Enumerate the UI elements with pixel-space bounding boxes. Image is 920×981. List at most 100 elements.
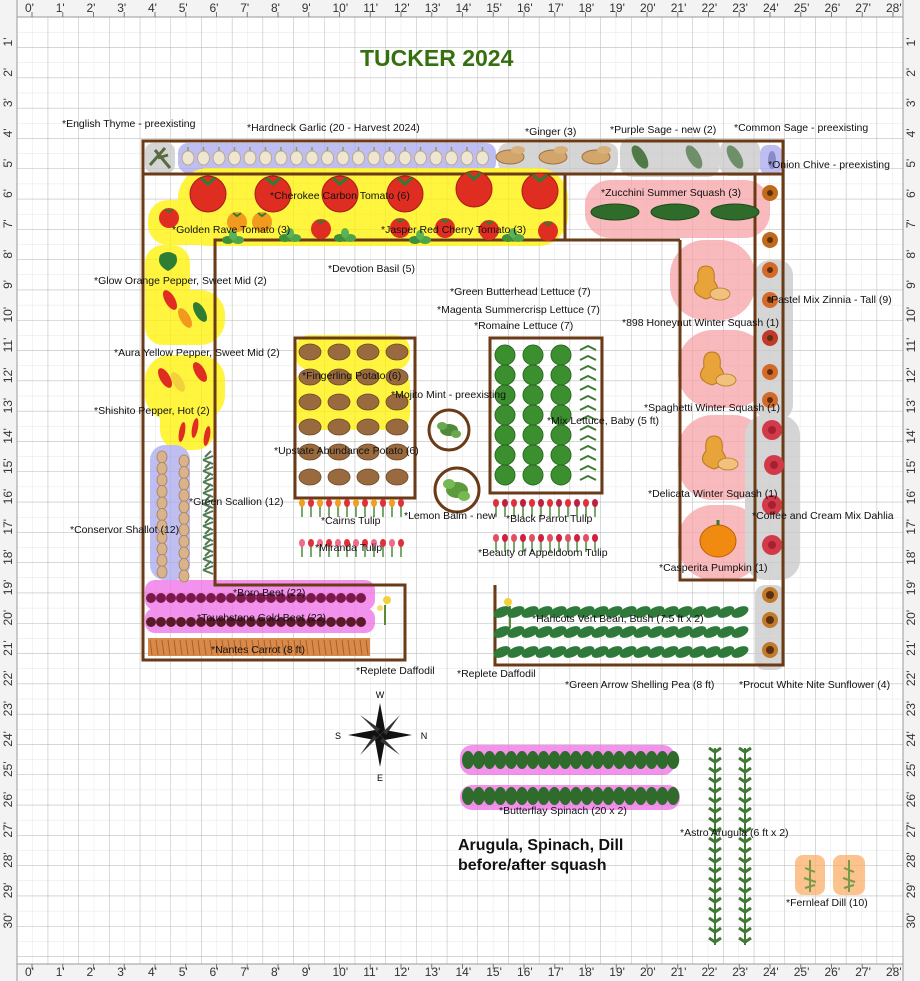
ruler-label: 10' — [333, 1, 349, 15]
basil-plants — [222, 228, 524, 244]
ruler-label: 4' — [1, 128, 15, 137]
ruler-label: 13' — [1, 398, 15, 414]
ruler-label: 1' — [56, 1, 65, 15]
label-haricots: *Haricots Vert Bean, Bush (7.5 ft x 2) — [532, 613, 704, 625]
label-glow-pepper: *Glow Orange Pepper, Sweet Mid (2) — [94, 275, 267, 287]
label-coffee-dahlia: *Coffee and Cream Mix Dahlia — [752, 510, 894, 522]
ruler-label: 13' — [904, 398, 918, 414]
ruler-label: 6' — [904, 189, 918, 198]
ruler-label: 18' — [579, 965, 595, 979]
label-nantes-carrot: *Nantes Carrot (8 ft) — [211, 644, 305, 656]
ruler-label: 22' — [702, 965, 718, 979]
label-cairns-tulip: *Cairns Tulip — [321, 515, 381, 527]
top-ruler: 0'1'2'3'4'5'6'7'8'9'10'11'12'13'14'15'16… — [0, 0, 920, 18]
ruler-label: 2' — [904, 68, 918, 77]
compass-s: S — [335, 731, 341, 741]
compass-e: E — [377, 773, 383, 783]
carrot-row — [148, 638, 370, 656]
sage-row — [631, 145, 776, 169]
pepper-plants — [158, 252, 211, 446]
ruler-label: 3' — [117, 1, 126, 15]
label-spaghetti: *Spaghetti Winter Squash (1) — [644, 402, 780, 414]
ruler-label: 17' — [904, 519, 918, 535]
note-line-1: Arugula, Spinach, Dill — [458, 837, 623, 854]
ruler-label: 19' — [609, 965, 625, 979]
ruler-label: 15' — [1, 458, 15, 474]
ruler-label: 9' — [302, 1, 311, 15]
zucchini-plants — [590, 203, 760, 221]
potato-plants — [298, 343, 409, 486]
ruler-label: 19' — [1, 580, 15, 596]
label-casperita: *Casperita Pumpkin (1) — [659, 562, 768, 574]
label-butterflay-spinach: *Butterflay Spinach (20 x 2) — [499, 805, 627, 817]
label-delicata: *Delicata Winter Squash (1) — [648, 488, 778, 500]
daffodil-icon — [377, 596, 391, 625]
ruler-label: 26' — [1, 792, 15, 808]
label-fingerling: *Fingerling Potato (6) — [302, 370, 401, 382]
ruler-label: 25' — [794, 1, 810, 15]
shallot-plants — [156, 450, 190, 583]
ruler-label: 25' — [794, 965, 810, 979]
ruler-label: 27' — [904, 822, 918, 838]
ruler-label: 28' — [886, 965, 902, 979]
ruler-label: 2' — [87, 965, 96, 979]
ruler-label: 9' — [302, 965, 311, 979]
ruler-label: 9' — [904, 280, 918, 289]
ruler-label: 29' — [1, 883, 15, 899]
label-sunflower: *Procut White Nite Sunflower (4) — [739, 679, 890, 691]
ruler-label: 12' — [394, 1, 410, 15]
ruler-label: 26' — [904, 792, 918, 808]
ruler-label: 23' — [732, 1, 748, 15]
label-common-sage: *Common Sage - preexisting — [734, 122, 868, 134]
ruler-label: 15' — [486, 1, 502, 15]
ruler-label: 27' — [1, 822, 15, 838]
ruler-label: 5' — [904, 159, 918, 168]
ruler-label: 23' — [904, 701, 918, 717]
ruler-label: 20' — [1, 610, 15, 626]
label-magenta-lettuce: *Magenta Summercrisp Lettuce (7) — [437, 304, 600, 316]
ruler-label: 7' — [240, 1, 249, 15]
label-devotion-basil: *Devotion Basil (5) — [328, 263, 415, 275]
ruler-label: 12' — [1, 367, 15, 383]
label-zucchini: *Zucchini Summer Squash (3) — [601, 187, 741, 199]
compass-rose-icon: W E S N — [335, 690, 427, 783]
beet-rows — [146, 593, 366, 627]
label-astro-arugula: *Astro Arugula (6 ft x 2) — [680, 827, 789, 839]
ruler-label: 15' — [904, 458, 918, 474]
ruler-label: 20' — [640, 965, 656, 979]
label-miranda-tulip: *Miranda Tulip — [315, 542, 382, 554]
ruler-label: 24' — [763, 965, 779, 979]
ruler-label: 9' — [1, 280, 15, 289]
label-upstate-potato: *Upstate Abundance Potato (6) — [274, 445, 419, 457]
ruler-label: 11' — [363, 1, 378, 15]
ruler-label: 1' — [904, 38, 918, 47]
ruler-label: 25' — [1, 761, 15, 777]
label-mix-lettuce: *Mix Lettuce, Baby (5 ft) — [547, 415, 659, 427]
ruler-label: 16' — [517, 1, 533, 15]
ruler-label: 5' — [1, 159, 15, 168]
ruler-label: 18' — [904, 549, 918, 565]
ruler-label: 16' — [517, 965, 533, 979]
raised-bed-borders — [141, 139, 785, 667]
label-pastel-zinnia: *Pastel Mix Zinnia - Tall (9) — [767, 294, 892, 306]
dill-plants — [803, 860, 856, 892]
ruler-label: 12' — [904, 367, 918, 383]
spinach-rows — [462, 751, 680, 805]
ruler-label: 6' — [1, 189, 15, 198]
label-cherokee-tomato: *Cherokee Carbon Tomato (6) — [270, 190, 410, 202]
label-green-scallion: *Green Scallion (12) — [189, 496, 284, 508]
ruler-label: 21' — [1, 640, 15, 656]
label-boro-beet: *Boro Beet (22) — [233, 587, 305, 599]
plan-title: TUCKER 2024 — [360, 45, 514, 71]
ruler-label: 13' — [425, 1, 441, 15]
ruler-label: 25' — [904, 761, 918, 777]
ruler-label: 21' — [671, 1, 687, 15]
ruler-label: 14' — [1, 428, 15, 444]
label-english-thyme: *English Thyme - preexisting — [62, 118, 196, 130]
ruler-label: 14' — [904, 428, 918, 444]
ruler-label: 18' — [579, 1, 595, 15]
label-shishito: *Shishito Pepper, Hot (2) — [94, 405, 210, 417]
ginger-row — [495, 146, 611, 165]
ruler-label: 30' — [904, 913, 918, 929]
